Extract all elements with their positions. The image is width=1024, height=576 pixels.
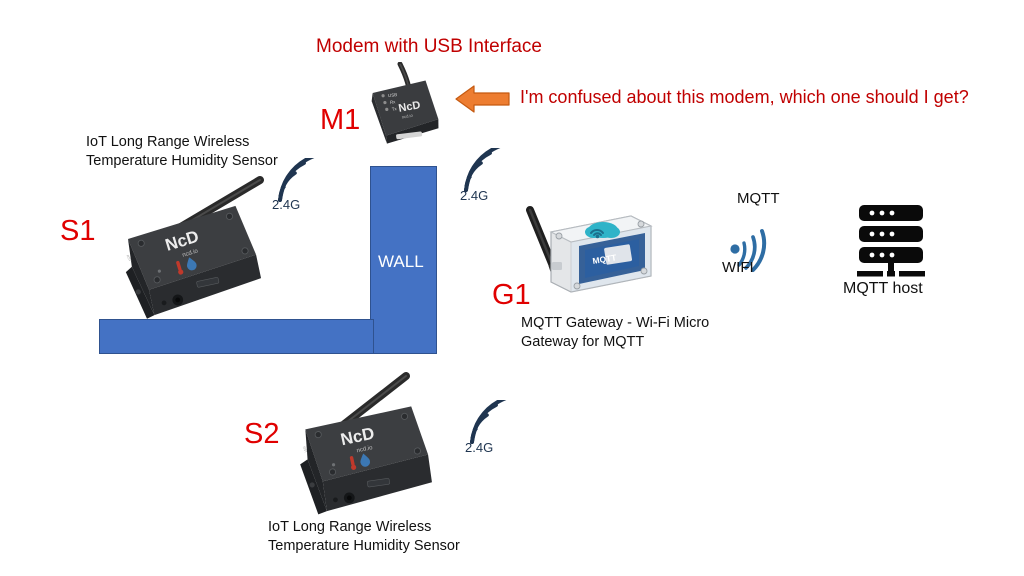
left-arrow-icon (455, 83, 510, 115)
mqtt-protocol-label: MQTT (737, 190, 780, 207)
svg-text:ncd.io: ncd.io (356, 445, 374, 454)
signal-icon-s1 (272, 154, 320, 204)
svg-text:Tx: Tx (391, 106, 397, 112)
signal-label-s1: 2.4G (272, 197, 301, 212)
modem-title: Modem with USB Interface (316, 36, 542, 57)
svg-text:RST: RST (126, 254, 133, 262)
sensor1-caption-line2: Temperature Humidity Sensor (86, 153, 278, 169)
sensor-device-s2: NcD ncd.io RST (266, 368, 451, 523)
sensor2-tag-s2: S2 (244, 418, 280, 450)
svg-text:ncd.io: ncd.io (182, 248, 200, 259)
sensor1-caption-line1: IoT Long Range Wireless (86, 134, 250, 150)
modem-tag-m1: M1 (320, 104, 361, 136)
svg-text:ncd.io: ncd.io (401, 113, 414, 120)
wall-horizontal-segment (99, 319, 374, 354)
signal-icon-s2 (464, 396, 512, 446)
wall-label: WALL (378, 252, 424, 271)
gateway-caption-line2: Gateway for MQTT (521, 334, 645, 350)
wifi-icon (718, 218, 776, 274)
signal-label-s2: 2.4G (465, 440, 494, 455)
sensor1-tag-s1: S1 (60, 215, 96, 247)
gateway-caption-line1: MQTT Gateway - Wi-Fi Micro (521, 315, 710, 331)
gateway-device-g1: MQTT (505, 188, 675, 303)
sensor1-illustration: NcD ncd.io RST (126, 176, 264, 319)
svg-text:RST: RST (302, 446, 308, 454)
modem-illustration: NcD ncd.io USB Rx Tx (371, 61, 439, 144)
question-annotation: I'm confused about this modem, which one… (520, 87, 969, 107)
server-rack-icon (855, 203, 927, 279)
signal-label-wall: 2.4G (460, 188, 489, 203)
wifi-label: WIFI (722, 259, 754, 276)
sensor2-illustration: NcD ncd.io RST (300, 372, 432, 515)
gateway-illustration: MQTT (526, 206, 653, 293)
modem-device-m1: NcD ncd.io USB Rx Tx (356, 61, 456, 157)
gateway-tag-g1: G1 (492, 279, 531, 311)
sensor2-caption-line1: IoT Long Range Wireless (268, 519, 432, 535)
svg-text:NcD: NcD (398, 99, 422, 115)
signal-icon-wall (458, 144, 506, 194)
wall-vertical-segment (370, 166, 437, 354)
svg-text:USB: USB (388, 92, 398, 98)
sensor2-caption-line2: Temperature Humidity Sensor (268, 538, 460, 554)
svg-text:MQTT: MQTT (592, 252, 618, 266)
mqtt-host-label: MQTT host (843, 280, 923, 297)
svg-text:Rx: Rx (390, 99, 397, 105)
sensor-device-s1: NcD ncd.io RST (100, 160, 285, 325)
